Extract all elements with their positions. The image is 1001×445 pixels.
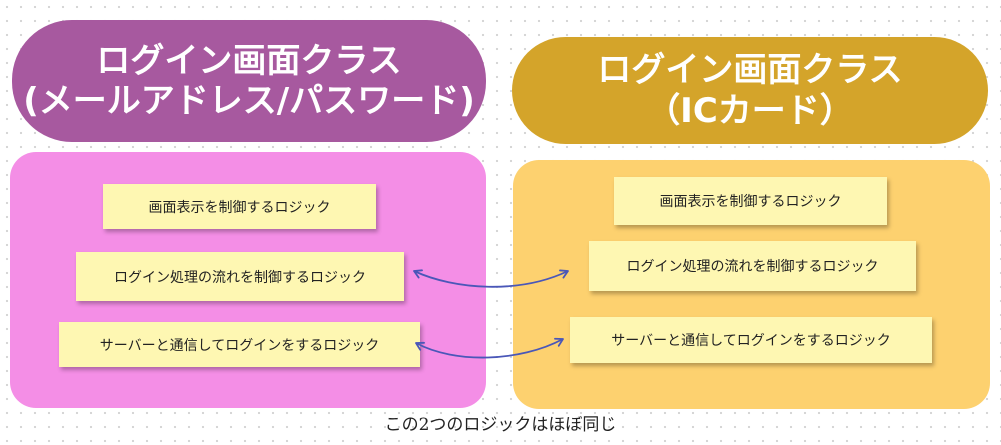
left-class-title: ログイン画面クラス (メールアドレス/パスワード) — [12, 20, 486, 142]
right-class-title: ログイン画面クラス （ICカード） — [512, 37, 988, 144]
right-note-display-logic: 画面表示を制御するロジック — [614, 177, 887, 225]
left-class-title-line1: ログイン画面クラス — [96, 40, 402, 81]
left-note-display-logic: 画面表示を制御するロジック — [103, 184, 376, 229]
left-class-title-line2: (メールアドレス/パスワード) — [23, 81, 475, 121]
right-class-title-line2: （ICカード） — [646, 90, 854, 131]
right-note-server-login-logic: サーバーと通信してログインをするロジック — [570, 317, 932, 363]
left-note-server-login-logic: サーバーと通信してログインをするロジック — [59, 322, 420, 367]
right-note-login-flow-logic: ログイン処理の流れを制御するロジック — [589, 241, 916, 291]
caption: この2つのロジックはほぼ同じ — [384, 415, 617, 435]
right-class-title-line1: ログイン画面クラス — [597, 50, 903, 91]
left-note-login-flow-logic: ログイン処理の流れを制御するロジック — [76, 252, 404, 301]
